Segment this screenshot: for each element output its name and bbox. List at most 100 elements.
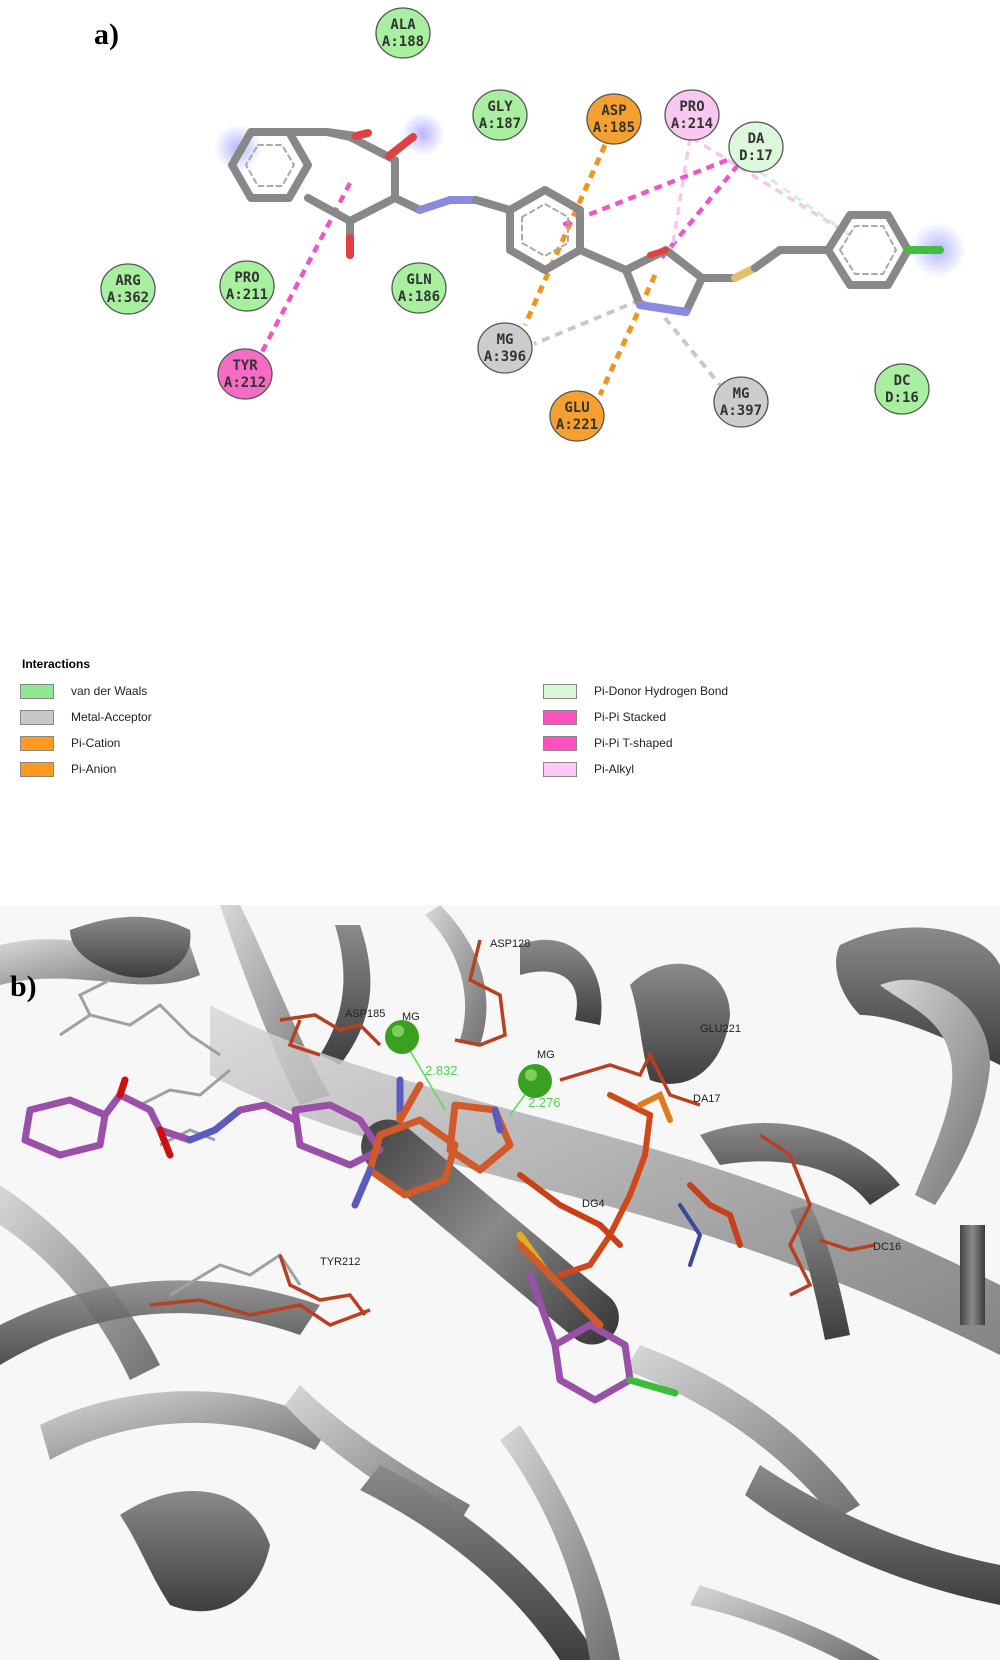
residue-name: GLU	[564, 400, 589, 416]
legend-label: Pi-Alkyl	[594, 762, 635, 776]
residue-label-glu221: GLU221	[700, 1023, 741, 1035]
magnesium-atom	[385, 1020, 419, 1054]
residue-id: A:214	[671, 116, 713, 132]
residues-orange	[149, 939, 876, 1327]
panel-a-label: a)	[94, 18, 119, 51]
residue-circle	[391, 262, 447, 314]
legend-label: van der Waals	[71, 684, 148, 698]
panel-b-label: b)	[10, 970, 37, 1003]
docking-3d-view: ASP128 ASP185 MG MG GLU221 DA17 DG4 TYR2…	[0, 905, 1000, 1660]
residue-id: A:397	[720, 403, 762, 419]
dna-backbone	[517, 1090, 743, 1278]
helix-rod	[361, 1119, 619, 1345]
residue-circle	[477, 322, 533, 374]
legend-swatch	[20, 761, 54, 777]
residue-name: ARG	[115, 273, 140, 289]
legend-swatch	[20, 709, 54, 725]
residue-id: A:221	[556, 417, 598, 433]
residue-id: A:362	[107, 290, 149, 306]
residue-circle	[472, 89, 528, 141]
distance-label-2: 2.276	[528, 1095, 561, 1110]
residue-name: DA	[748, 131, 765, 147]
legend-item: Pi-Pi T-shaped	[543, 733, 673, 753]
residue-circle	[586, 93, 642, 145]
legend-swatch	[543, 735, 577, 751]
legend-label: Pi-Donor Hydrogen Bond	[594, 684, 729, 698]
legend-item: Pi-Pi Stacked	[543, 707, 666, 727]
residue-node: DAD:17	[728, 121, 784, 173]
legend-item: Pi-Donor Hydrogen Bond	[543, 681, 728, 701]
legend-item: van der Waals	[20, 681, 147, 701]
legend-label: Metal-Acceptor	[71, 710, 152, 724]
side-chains-gray	[59, 978, 302, 1297]
legend-label: Pi-Pi Stacked	[594, 710, 667, 724]
residue-label-dg4: DG4	[582, 1198, 605, 1210]
legend-item: Pi-Alkyl	[543, 759, 634, 779]
ligand-structure	[228, 128, 944, 316]
residue-label-asp185: ASP185	[345, 1008, 385, 1020]
residue-node: MGA:397	[713, 376, 769, 428]
solvent-glow	[401, 112, 445, 156]
distance-label-1: 2.832	[425, 1063, 458, 1078]
residue-id: A:187	[479, 116, 521, 132]
residue-name: PRO	[679, 99, 704, 115]
residue-name: MG	[497, 332, 514, 348]
residue-circle	[664, 89, 720, 141]
magnesium-atom	[518, 1064, 552, 1098]
residue-circle	[728, 121, 784, 173]
residue-name: DC	[894, 373, 911, 389]
residue-label-mg-2: MG	[537, 1049, 555, 1061]
residue-name: GLN	[406, 272, 431, 288]
legend-swatch	[20, 735, 54, 751]
residue-label-tyr212: TYR212	[320, 1256, 360, 1268]
residue-name: MG	[733, 386, 750, 402]
residue-name: TYR	[232, 358, 258, 374]
legend-swatch	[20, 683, 54, 699]
residue-id: A:396	[484, 349, 526, 365]
residue-name: GLY	[487, 99, 513, 115]
residue-label-dc16: DC16	[873, 1241, 901, 1253]
residue-label-asp128: ASP128	[490, 938, 530, 950]
residue-name: PRO	[234, 270, 259, 286]
nucleotide-orange	[351, 1076, 604, 1329]
legend-label: Pi-Pi T-shaped	[594, 736, 673, 750]
residue-id: D:17	[739, 148, 773, 164]
residue-circle	[549, 390, 605, 442]
residue-id: A:185	[593, 120, 635, 136]
residue-node: MGA:396	[477, 322, 533, 374]
legend-item: Pi-Cation	[20, 733, 120, 753]
residue-node: DCD:16	[874, 363, 930, 415]
residue-circle	[100, 263, 156, 315]
legend-title: Interactions	[22, 657, 91, 671]
legend-swatch	[543, 683, 577, 699]
residue-circle	[713, 376, 769, 428]
legend-swatch	[543, 761, 577, 777]
legend-swatch	[543, 709, 577, 725]
residue-id: A:211	[226, 287, 268, 303]
residue-name: ALA	[390, 17, 416, 33]
interaction-diagram-2d: ALAA:188GLYA:187ASPA:185PROA:214DAD:17AR…	[100, 7, 966, 442]
residue-id: A:212	[224, 375, 266, 391]
residue-label-da17: DA17	[693, 1093, 721, 1105]
residue-id: A:186	[398, 289, 440, 305]
ligand-3d	[21, 1076, 679, 1404]
residue-name: ASP	[601, 103, 626, 119]
residue-circle	[219, 260, 275, 312]
residue-id: D:16	[885, 390, 919, 406]
legend-label: Pi-Anion	[71, 762, 117, 776]
residue-circle	[217, 348, 273, 400]
legend-item: Pi-Anion	[20, 759, 116, 779]
legend-label: Pi-Cation	[71, 736, 121, 750]
legend-item: Metal-Acceptor	[20, 707, 152, 727]
protein-ribbon-scene: ASP128 ASP185 MG MG GLU221 DA17 DG4 TYR2…	[0, 905, 1000, 1660]
